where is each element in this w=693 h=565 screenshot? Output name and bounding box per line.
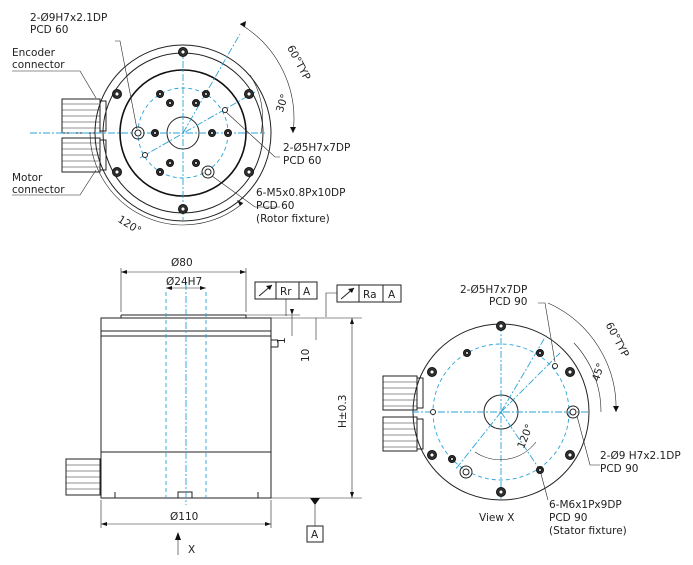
dia-110-label: Ø110	[170, 511, 198, 523]
rotor-label-2: PCD 60	[256, 200, 294, 212]
bottom-small-holes-label-1: 2-Ø5H7x7DP	[460, 284, 527, 296]
bottom-small-holes-label-2: PCD 90	[489, 296, 527, 308]
dia-80-label: Ø80	[171, 257, 193, 269]
top-angle-30: 30°	[274, 93, 291, 114]
base-bolts	[427, 321, 580, 497]
runout-frame-rr	[254, 281, 318, 316]
dim-10-label: 10	[300, 349, 312, 362]
height-label: H±0.3	[337, 395, 349, 428]
view-arrow-x-label: X	[188, 544, 195, 556]
bottom-pin-holes-label-2: PCD 90	[600, 463, 638, 475]
tol-ra-label: Ra	[363, 289, 377, 301]
top-angle-60: 60°TYP	[284, 43, 312, 82]
stator-label-1: 6-M6x1Px9DP	[549, 499, 622, 511]
rotor-holes	[131, 90, 232, 179]
dim-1-label: 1	[276, 337, 288, 344]
stator-label-2: PCD 90	[549, 512, 587, 524]
bottom-pin-holes-label-1: 2-Ø9 H7x2.1DP	[600, 450, 681, 462]
motor-label-1: Motor	[12, 172, 43, 184]
dia-24-label: Ø24H7	[166, 276, 202, 288]
rotor-label-3: (Rotor fixture)	[256, 213, 330, 225]
motor-label-2: connector	[12, 184, 65, 196]
top-pin-holes-label-2: PCD 60	[30, 24, 68, 36]
runout-frame-ra	[325, 284, 402, 317]
top-pin-holes-label-1: 2-Ø9H7x2.1DP	[30, 12, 107, 24]
rotor-label-1: 6-M5x0.8Px10DP	[256, 187, 345, 199]
bottom-angle-45: 45°	[590, 362, 607, 383]
side-view	[65, 268, 402, 555]
tol-rr-datum: A	[303, 286, 311, 298]
tol-ra-datum: A	[388, 289, 396, 301]
motor-connector	[61, 137, 107, 173]
encoder-label-1: Encoder	[12, 47, 56, 59]
bottom-view	[382, 302, 619, 501]
encoder-connector	[61, 98, 107, 134]
top-view	[12, 21, 296, 226]
stator-label-3: (Stator fixture)	[549, 525, 627, 537]
tol-rr-label: Rr	[280, 286, 292, 298]
datum-a-box	[306, 525, 324, 543]
top-small-holes-label-2: PCD 60	[283, 155, 321, 167]
view-x-label: View X	[479, 512, 514, 524]
outer-bolts	[112, 47, 254, 214]
top-small-holes-label-1: 2-Ø5H7x7DP	[283, 142, 350, 154]
datum-a-label: A	[311, 529, 319, 541]
bottom-angle-60: 60°TYP	[603, 320, 631, 359]
encoder-label-2: connector	[12, 59, 65, 71]
top-angle-120: 120°	[115, 213, 143, 237]
